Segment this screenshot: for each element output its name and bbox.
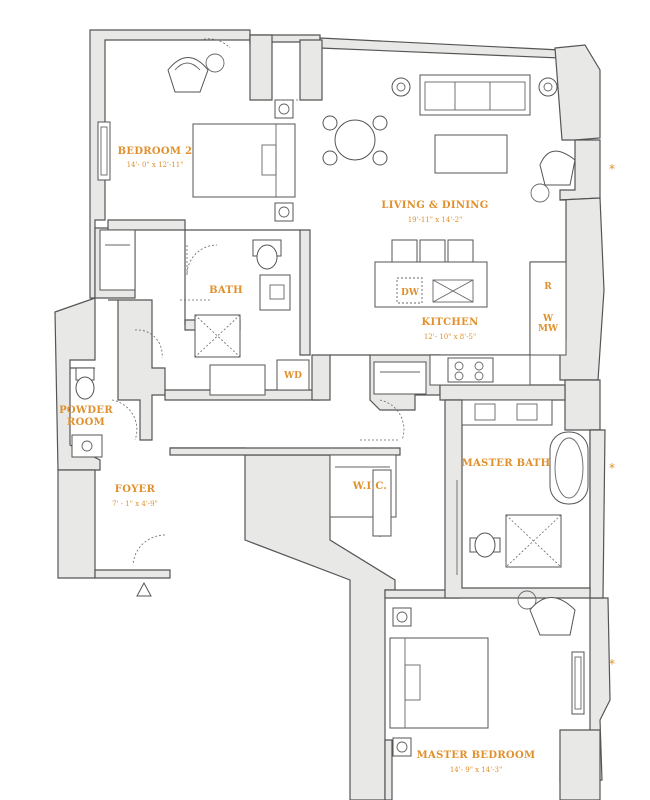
kitchen-closet (373, 361, 427, 395)
cooktop (447, 357, 494, 383)
coffee-table (434, 134, 508, 174)
doors (111, 38, 405, 566)
master-bedroom-furniture (389, 590, 585, 757)
bath-label: BATH (209, 285, 243, 296)
kitchen-dims: 12'- 10" x 8'-5" (423, 333, 477, 341)
star-marker-icon: * (609, 162, 615, 176)
kitchen-furniture (374, 239, 567, 386)
bath-shower (194, 314, 241, 358)
armchair-master (529, 597, 576, 636)
bedroom2-dims: 14'- 0" x 12'-11" (126, 161, 184, 169)
dining-table (322, 115, 388, 166)
refrigerator-tag: R (544, 282, 552, 292)
armchair-living (539, 150, 576, 186)
powder-room-label-line1: POWDER (59, 405, 113, 416)
foyer-label: FOYER (114, 484, 156, 495)
star-marker-icon: * (609, 657, 615, 671)
master-bath-furniture (456, 399, 589, 575)
powder-furniture (71, 367, 103, 458)
bedroom2-furniture (97, 53, 296, 291)
closet-br2 (99, 229, 136, 291)
sofa (419, 74, 531, 116)
washer-dryer-tag: WD (284, 371, 302, 381)
bath-furniture (194, 239, 310, 396)
master-dresser (571, 651, 585, 715)
armchair-br2 (167, 57, 209, 93)
master-bed (389, 637, 489, 729)
foyer-dims: 7' - 1" x 4'-9" (112, 500, 158, 508)
powder-room-label-line2: ROOM (66, 417, 106, 428)
master-bedroom-dims: 14'- 9" x 14'-3" (449, 766, 503, 774)
entry-arrow-icon (136, 581, 152, 597)
microwave-tag: MW (537, 324, 559, 334)
wic-furniture (329, 361, 427, 537)
living-dining-dims: 19'-11" x 14'-2" (407, 216, 463, 224)
living-furniture (322, 74, 576, 203)
wic-label: W.I.C. (352, 481, 388, 492)
powder-sink (71, 434, 103, 458)
wine-tag: W (542, 314, 554, 324)
bath-vanity (259, 274, 291, 311)
master-bedroom-label: MASTER BEDROOM (416, 750, 536, 761)
nightstand (274, 99, 294, 119)
bathtub (549, 431, 589, 505)
closet-bath (209, 364, 266, 396)
kitchen-label: KITCHEN (421, 317, 479, 328)
bed-2 (192, 123, 296, 198)
living-dining-label: LIVING & DINING (381, 200, 489, 211)
bedroom2-label: BEDROOM 2 (117, 146, 193, 157)
dishwasher-tag: DW (401, 288, 419, 298)
washer-dryer (276, 359, 310, 391)
master-bath-label: MASTER BATH (461, 458, 551, 469)
dresser (97, 121, 111, 181)
star-marker-icon: * (609, 461, 615, 475)
